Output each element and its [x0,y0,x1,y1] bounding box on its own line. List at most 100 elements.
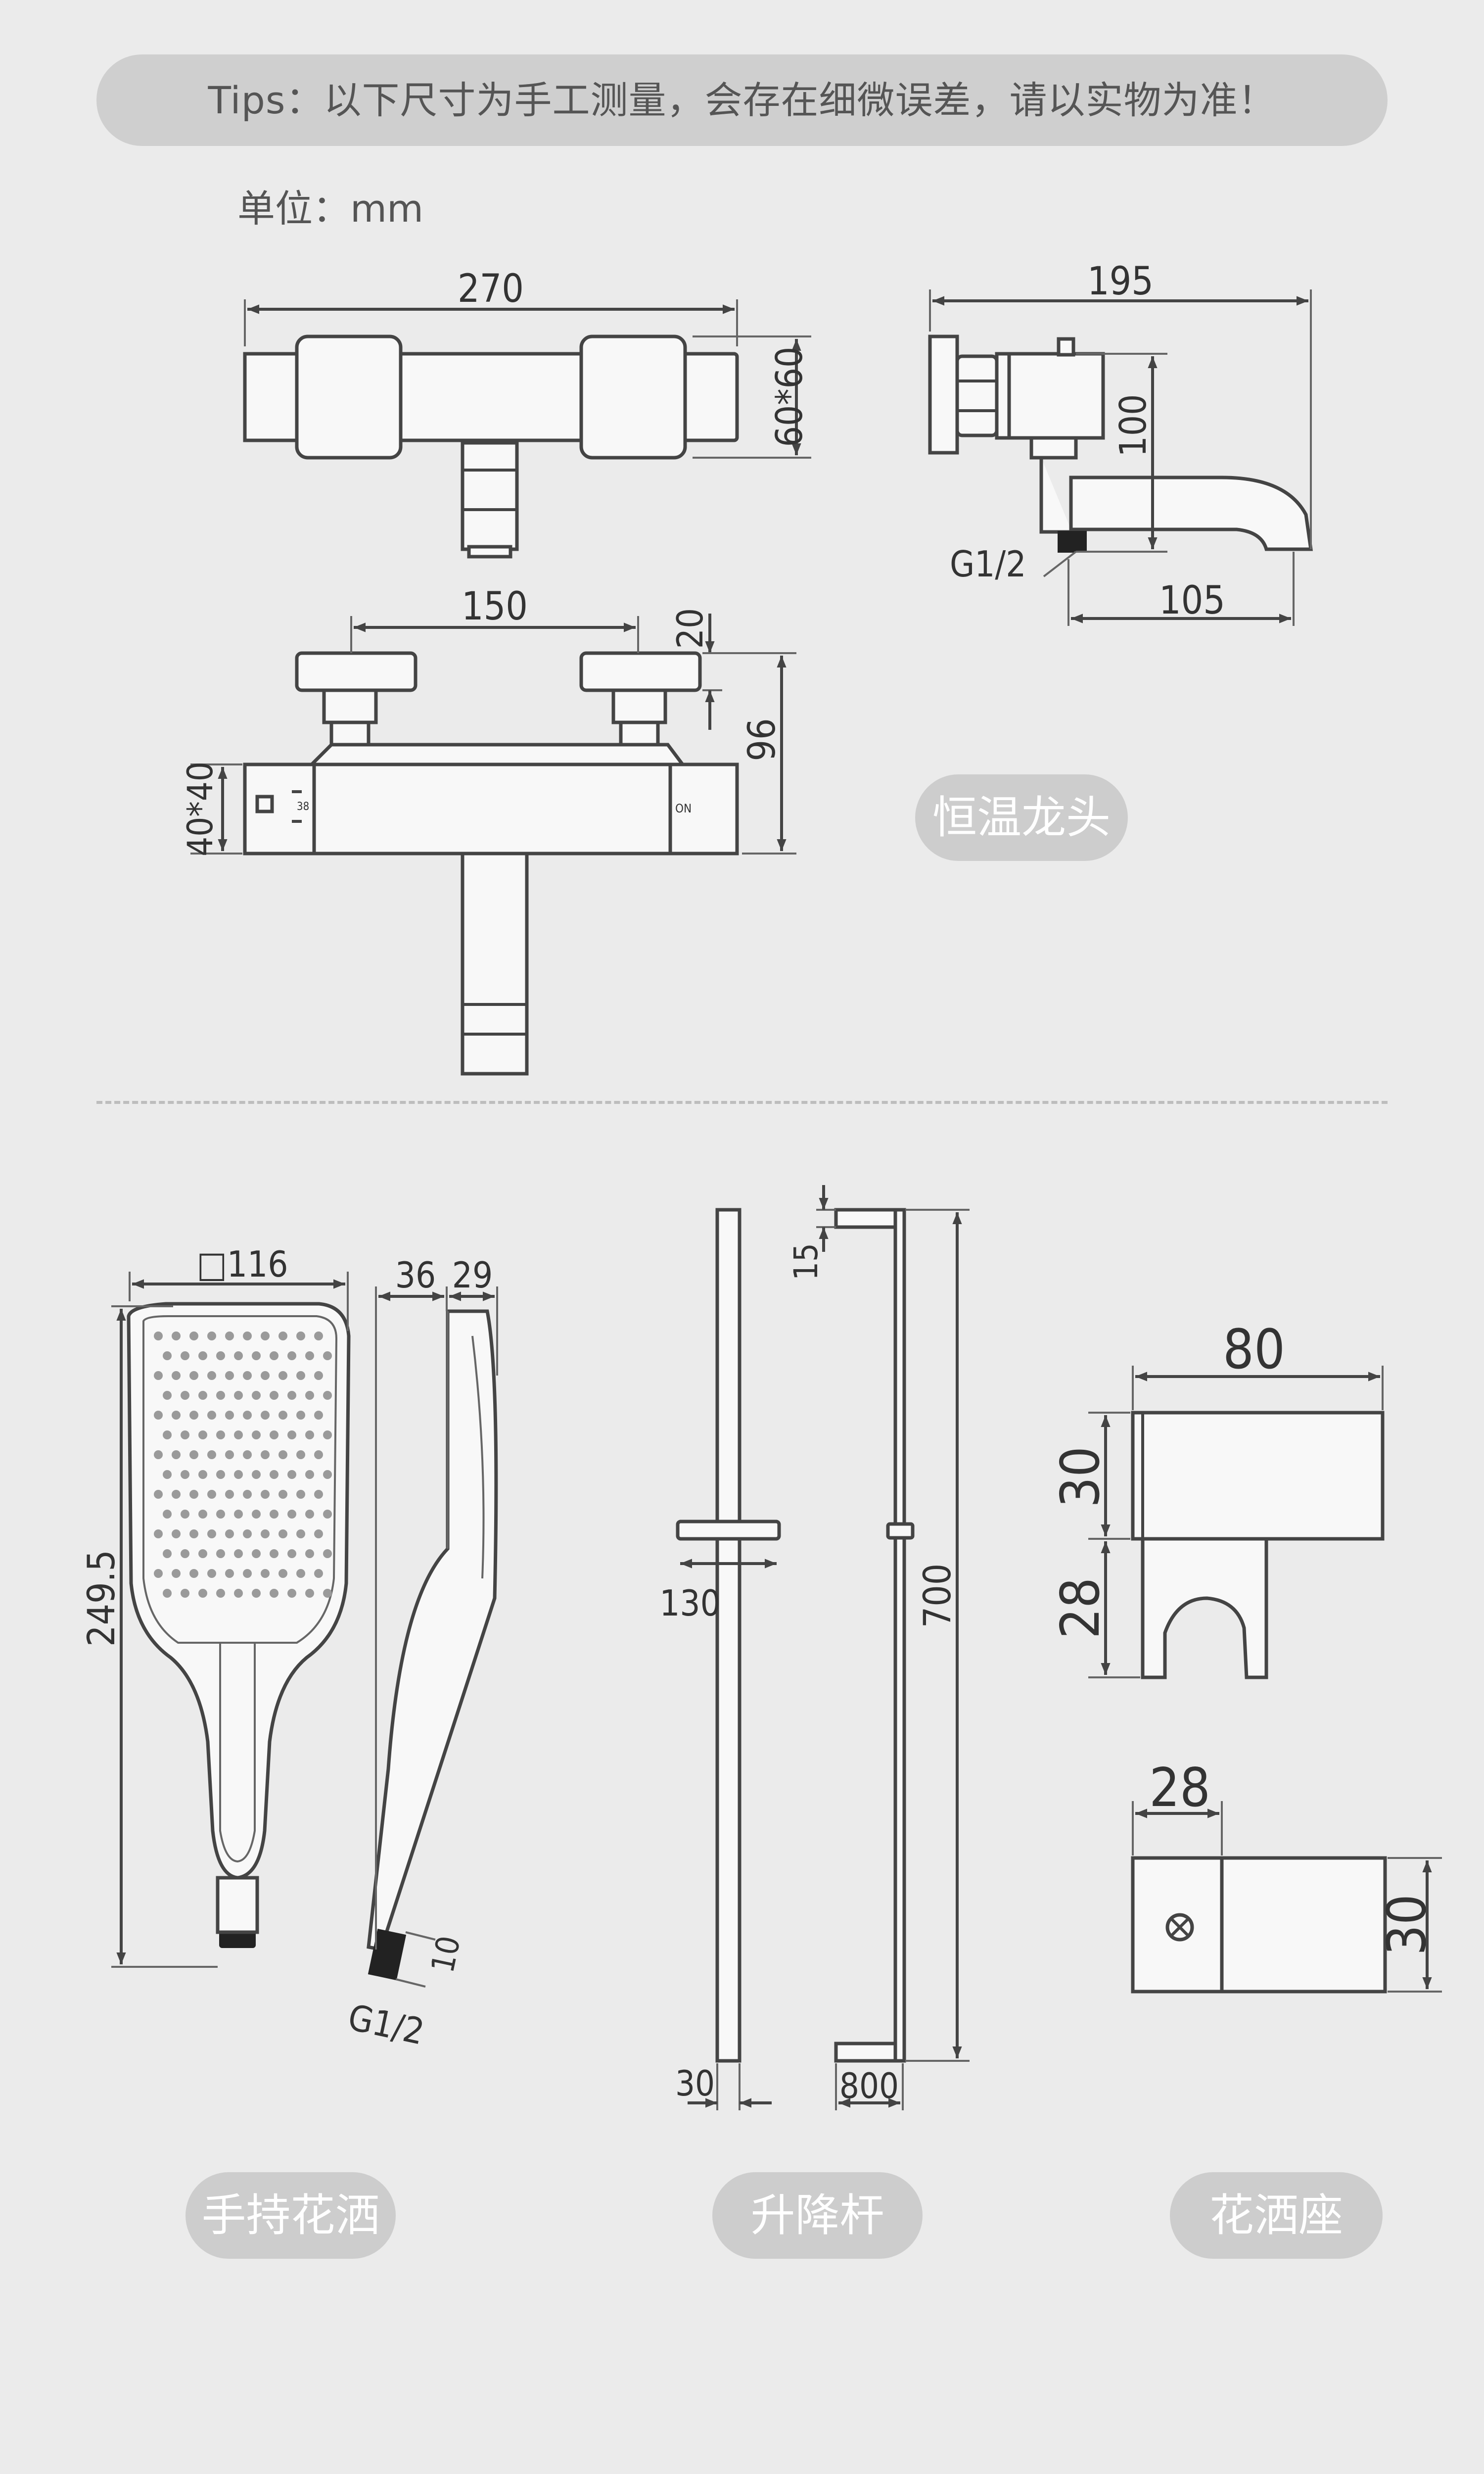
dim-rail-base: 800 [835,2063,904,2110]
nozzle-dot [278,1490,287,1499]
nozzle-dot [216,1351,225,1360]
nozzle-dot [225,1371,234,1380]
nozzle-dot [207,1569,216,1578]
nozzle-dot [296,1371,305,1380]
rail-base-label: 800 [839,2066,899,2106]
side-thread-label: G1/2 [950,543,1026,585]
nozzle-dot [207,1371,216,1380]
faucet-top-view: 38 ON [243,651,739,1076]
nozzle-dot [252,1351,261,1360]
nozzle-dot [198,1510,207,1519]
knob-left-label: 38 [297,801,309,813]
nozzle-dot [278,1411,287,1420]
dim-rail-bottom: 30 [675,2063,772,2110]
faucet-section-label: 60*60 [768,347,811,447]
nozzle-dot [287,1391,296,1400]
nozzle-dot [243,1490,252,1499]
nozzle-dot [270,1549,278,1558]
head-thread-label: G1/2 [344,1996,428,2052]
dim-head-thread: G1/2 10 [344,1931,468,2053]
nozzle-dot [234,1430,243,1439]
nozzle-dot [207,1332,216,1340]
head-thread-len-label: 10 [424,1933,468,1976]
nozzle-dot [225,1332,234,1340]
nozzle-dot [270,1589,278,1598]
nozzle-dot [234,1589,243,1598]
dim-holder-base: 30 [1376,1857,1442,1993]
nozzle-dot [252,1589,261,1598]
nozzle-dot [287,1470,296,1479]
nozzle-dot [314,1490,323,1499]
label-holder: 花洒座 [1170,2172,1383,2259]
rail-length-label: 700 [915,1564,959,1628]
nozzle-dot [216,1430,225,1439]
nozzle-dot [261,1411,270,1420]
nozzle-dot [234,1510,243,1519]
nozzle-dot [261,1450,270,1459]
nozzle-dots [154,1332,332,1598]
nozzle-dot [163,1549,172,1558]
nozzle-dot [296,1332,305,1340]
nozzle-dot [243,1332,252,1340]
nozzle-dot [305,1430,314,1439]
nozzle-dot [172,1529,181,1538]
dim-rail-slider: 130 [659,1559,777,1624]
nozzle-dot [296,1529,305,1538]
nozzle-dot [287,1589,296,1598]
nozzle-dot [216,1510,225,1519]
head-square-label: □116 [197,1243,288,1285]
faucet-front-view [243,334,739,559]
nozzle-dot [163,1430,172,1439]
dim-head-length: 249.5 [79,1305,218,1968]
nozzle-dot [163,1470,172,1479]
nozzle-dot [172,1332,181,1340]
nozzle-dot [225,1490,234,1499]
dim-faucet-section: 60*60 [693,335,811,459]
nozzle-dot [305,1470,314,1479]
nozzle-dot [278,1332,287,1340]
nozzle-dot [243,1529,252,1538]
dim-head-square: □116 [129,1243,349,1331]
nozzle-dot [172,1450,181,1459]
nozzle-dot [163,1351,172,1360]
nozzle-dot [163,1391,172,1400]
nozzle-dot [296,1569,305,1578]
spout-reach-label: 105 [1159,578,1225,623]
nozzle-dot [252,1391,261,1400]
nozzle-dot [189,1569,198,1578]
nozzle-dot [216,1391,225,1400]
eccentric-label: 20 [669,608,711,649]
nozzle-dot [305,1589,314,1598]
nozzle-dot [252,1510,261,1519]
nozzle-dot [225,1411,234,1420]
nozzle-dot [323,1430,332,1439]
label-handheld: 手持花洒 [186,2172,396,2259]
nozzle-dot [243,1569,252,1578]
label-rail: 升降杆 [712,2172,923,2259]
nozzle-dot [296,1490,305,1499]
nozzle-dot [252,1430,261,1439]
nozzle-dot [172,1371,181,1380]
knob-right-label: ON [675,802,692,815]
nozzle-dot [225,1450,234,1459]
nozzle-dot [189,1371,198,1380]
nozzle-dot [252,1549,261,1558]
nozzle-dot [181,1510,189,1519]
nozzle-dot [163,1589,172,1598]
holder-side-view [1131,1411,1385,1679]
dim-rail-top: 15 [787,1185,836,1281]
rail-bottom-label: 30 [675,2063,715,2104]
nozzle-dot [154,1371,163,1380]
nozzle-dot [234,1351,243,1360]
nozzle-dot [234,1549,243,1558]
handheld-front-view [127,1302,351,1948]
nozzle-dot [252,1470,261,1479]
nozzle-dot [181,1549,189,1558]
nozzle-dot [181,1470,189,1479]
dim-rail-length: 700 [905,1209,970,2062]
nozzle-dot [270,1510,278,1519]
head-length-label: 249.5 [79,1550,123,1647]
nozzle-dot [314,1529,323,1538]
nozzle-dot [216,1549,225,1558]
nozzle-dot [287,1351,296,1360]
